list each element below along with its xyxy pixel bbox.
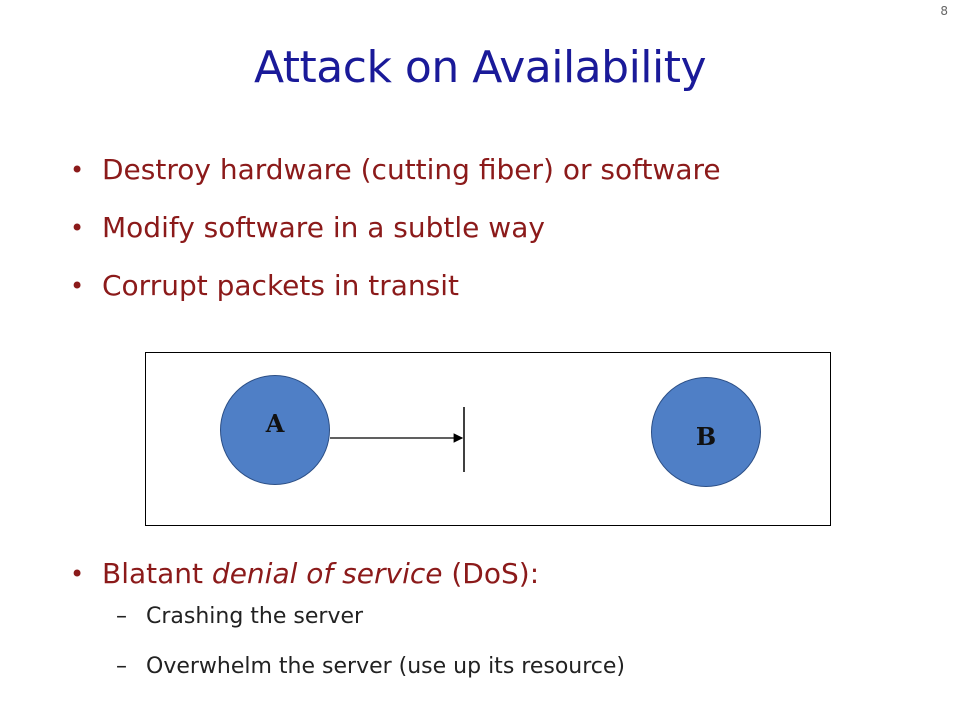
bullet-item: • Destroy hardware (cutting fiber) or so… xyxy=(64,150,721,208)
dos-bullet-list: • Blatant denial of service (DoS): xyxy=(64,554,539,612)
bullet-dot-icon: • xyxy=(70,560,85,588)
slide-title: Attack on Availability xyxy=(253,42,707,93)
dos-prefix: Blatant xyxy=(102,557,212,590)
sub-bullet-text: Crashing the server xyxy=(146,604,364,629)
sub-bullet-list: – Crashing the server – Overwhelm the se… xyxy=(116,600,626,700)
bullet-item: • Modify software in a subtle way xyxy=(64,208,721,266)
dash-icon: – xyxy=(116,604,127,629)
blocked-arrow-graphic xyxy=(330,407,465,472)
sub-bullet-text: Overwhelm the server (use up its resourc… xyxy=(146,654,626,679)
node-b: B xyxy=(651,377,761,487)
node-a-label: A xyxy=(265,408,285,438)
page-number: 8 xyxy=(940,4,948,18)
bullet-dot-icon: • xyxy=(70,214,85,242)
bullet-dot-icon: • xyxy=(70,272,85,300)
node-a: A xyxy=(220,375,330,485)
bullet-text: Modify software in a subtle way xyxy=(102,211,545,244)
bullet-dot-icon: • xyxy=(70,156,85,184)
bullet-text: Destroy hardware (cutting fiber) or soft… xyxy=(102,153,721,186)
node-b-label: B xyxy=(695,421,717,451)
packet-diagram: A B xyxy=(145,352,831,526)
bullet-item-dos: • Blatant denial of service (DoS): xyxy=(64,554,539,612)
bullet-item: • Corrupt packets in transit xyxy=(64,266,721,324)
dos-suffix: (DoS): xyxy=(442,557,540,590)
sub-bullet-item: – Crashing the server xyxy=(116,600,625,650)
dos-emphasis: denial of service xyxy=(211,557,443,590)
bullet-text: Corrupt packets in transit xyxy=(102,269,460,302)
sub-bullet-item: – Overwhelm the server (use up its resou… xyxy=(116,650,626,700)
dash-icon: – xyxy=(116,654,127,679)
bullet-list: • Destroy hardware (cutting fiber) or so… xyxy=(64,150,721,324)
